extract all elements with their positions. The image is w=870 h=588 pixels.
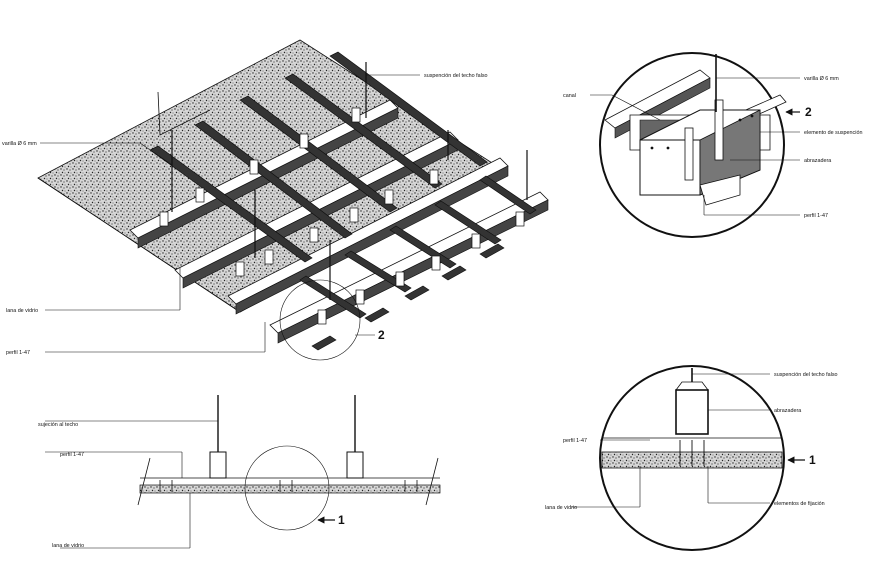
label-profile-4: perfil 1-47 [563, 438, 587, 444]
label-suspension-4: suspención del techo falso [774, 372, 838, 378]
profile-ends [311, 243, 505, 351]
label-suspension-element: elemento de suspención [804, 130, 862, 136]
section-glass-wool [139, 484, 441, 494]
section-view: 1 sujeción al techo perfil 1-47 lana de … [38, 395, 441, 549]
detail-2-arrow-number: 2 [805, 105, 812, 119]
detail-1-clamp [675, 389, 709, 435]
hanger-rods [171, 62, 528, 300]
label-clamp-2: abrazadera [804, 158, 831, 164]
label-fixing-elements: elementos de fijación [774, 501, 825, 507]
section-clamp-left [209, 451, 227, 479]
label-glass-wool: lana de vidrio [6, 308, 38, 314]
detail-2-view: canal varilla Ø 6 mm elemento de suspenc… [563, 52, 862, 238]
section-clamp-right [346, 451, 364, 479]
detail-2-marker [279, 279, 361, 361]
detail-2-number: 2 [378, 328, 385, 342]
label-profile: perfil 1-47 [6, 350, 30, 356]
label-rod: varilla Ø 6 mm [2, 141, 37, 147]
label-rod-2: varilla Ø 6 mm [804, 76, 839, 82]
detail-1-arrow-number: 1 [809, 453, 816, 467]
detail-1-view: suspención del techo falso abrazadera pe… [545, 365, 838, 551]
label-glass-wool-4: lana de vidrio [545, 505, 577, 511]
detail-1-marker [244, 445, 330, 531]
label-channel: canal [563, 93, 576, 99]
label-profile-2: perfil 1-47 [804, 213, 828, 219]
isometric-view: 2 suspención del techo falso varilla Ø 6… [2, 39, 549, 361]
label-ceiling-fixing: sujeción al techo [38, 422, 78, 428]
hanger-clips [159, 107, 525, 325]
detail-1-number: 1 [338, 513, 345, 527]
label-profile-3: perfil 1-47 [60, 452, 84, 458]
label-clamp-4: abrazadera [774, 408, 801, 414]
label-glass-wool-3: lana de vidrio [52, 543, 84, 549]
label-suspension: suspención del techo falso [424, 73, 488, 79]
